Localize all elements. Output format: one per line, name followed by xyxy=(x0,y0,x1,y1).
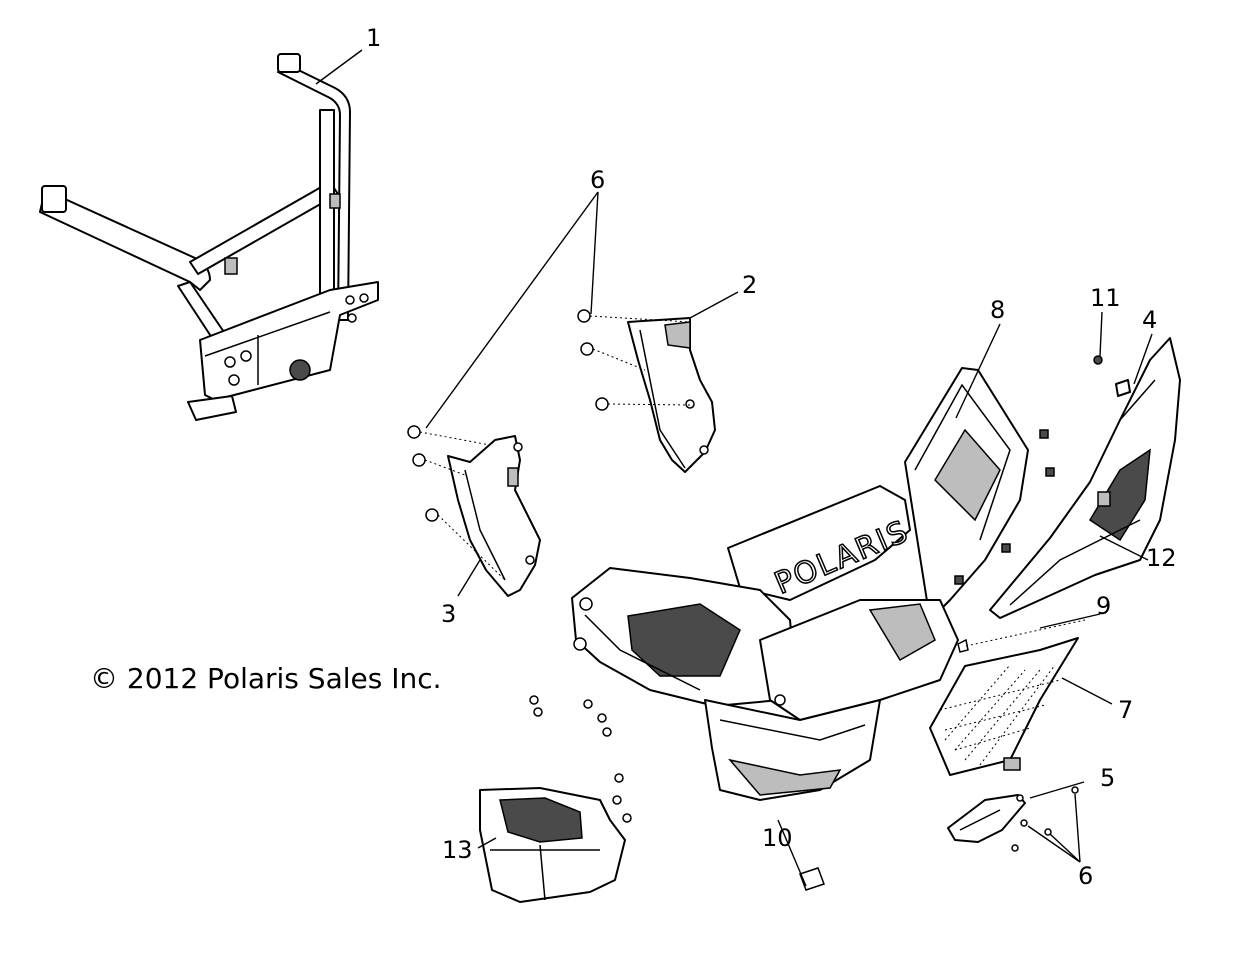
part-1-brush-guard xyxy=(39,53,379,421)
callout-10: 10 xyxy=(762,824,793,852)
callout-leaders xyxy=(315,49,1153,887)
callout-6-upper: 6 xyxy=(590,166,605,194)
callout-1: 1 xyxy=(366,24,381,52)
copyright-notice: © 2012 Polaris Sales Inc. xyxy=(90,662,442,695)
callout-7: 7 xyxy=(1118,696,1133,724)
callout-labels: 1 2 3 4 5 6 6 7 8 9 10 11 12 13 xyxy=(366,24,1177,890)
callout-6-lower: 6 xyxy=(1078,862,1093,890)
callout-12: 12 xyxy=(1146,544,1177,572)
callout-5: 5 xyxy=(1100,764,1115,792)
fasteners xyxy=(407,309,1131,891)
part-5-skid-plate xyxy=(947,794,1026,843)
callout-13: 13 xyxy=(442,836,473,864)
callout-9: 9 xyxy=(1096,592,1111,620)
part-2-side-plate xyxy=(627,317,716,473)
callout-3: 3 xyxy=(441,600,456,628)
callout-11: 11 xyxy=(1090,284,1121,312)
part-12-end-cap xyxy=(989,337,1181,619)
part-13-lower-grille xyxy=(479,787,626,903)
part-7-grille xyxy=(929,637,1079,776)
callout-2: 2 xyxy=(742,271,757,299)
part-3-side-plate xyxy=(447,435,541,597)
callout-8: 8 xyxy=(990,296,1005,324)
callout-4: 4 xyxy=(1142,306,1157,334)
